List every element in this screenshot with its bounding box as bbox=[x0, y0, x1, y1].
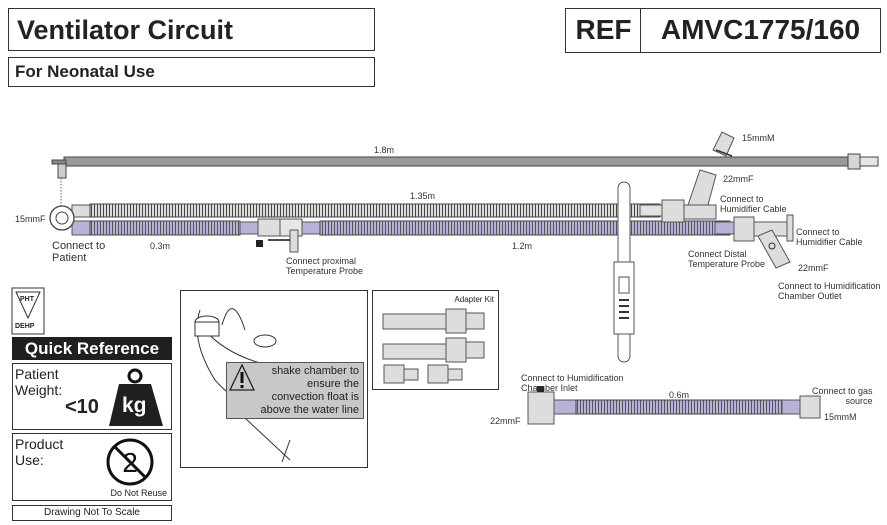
dehp-text: DEHP bbox=[15, 323, 35, 330]
weight-value: <10 bbox=[65, 396, 99, 418]
warning-line-3: convection float is bbox=[271, 391, 359, 403]
chamber-outlet-line-1: Connect to Humidification bbox=[778, 281, 881, 291]
chamber-inlet-line-2: Chamber Inlet bbox=[521, 383, 578, 393]
inspiratory-length-label: 1.35m bbox=[410, 191, 436, 201]
line-length-label: 1.8m bbox=[374, 145, 395, 155]
warning-line-4: above the water line bbox=[260, 404, 359, 416]
gas-source-line-1: Connect to gas bbox=[812, 386, 873, 396]
adapter-kit-title: Adapter Kit bbox=[454, 295, 494, 304]
patient-connector-size: 15mmF bbox=[15, 214, 46, 224]
inlet-tube bbox=[527, 386, 821, 425]
quick-reference-heading: Quick Reference bbox=[12, 337, 172, 360]
adapter-kit-parts bbox=[382, 308, 485, 384]
distal-probe-line-2: Temperature Probe bbox=[688, 259, 766, 269]
distal-probe-line-1: Connect Distal bbox=[688, 249, 747, 259]
weight-label-line-1: Patient bbox=[15, 366, 59, 382]
chamber-warning: shake chamber to ensure the convection f… bbox=[226, 362, 364, 419]
weight-unit: kg bbox=[122, 394, 147, 417]
inlet-tube-length: 0.6m bbox=[669, 390, 690, 400]
do-not-reuse-text: Do Not Reuse bbox=[110, 488, 167, 498]
top-elbow-size: 22mmF bbox=[723, 174, 754, 184]
patient-label-line-2: Patient bbox=[52, 252, 87, 264]
drawing-not-to-scale: Drawing Not To Scale bbox=[12, 505, 172, 521]
chamber-panel bbox=[180, 290, 368, 468]
patient-label-line-1: Connect to bbox=[52, 240, 106, 252]
ref-label: REF bbox=[565, 8, 642, 53]
humidifier-cable-b-line-2: Humidifier Cable bbox=[796, 237, 863, 247]
humidifier-cable-a-line-1: Connect to bbox=[720, 194, 764, 204]
page-subtitle: For Neonatal Use bbox=[8, 57, 375, 87]
inlet-size: 22mmF bbox=[490, 416, 521, 426]
expiratory-long-length-label: 1.2m bbox=[512, 241, 533, 251]
weight-icon bbox=[109, 368, 163, 426]
gas-source-line-2: source bbox=[845, 396, 873, 406]
inspiratory-humidifier-connector bbox=[661, 131, 735, 223]
expiratory-short-length-label: 0.3m bbox=[150, 241, 171, 251]
chamber-inlet-line-1: Connect to Humidification bbox=[521, 373, 624, 383]
use-label-line-2: Use: bbox=[15, 452, 44, 468]
use-label-line-1: Product bbox=[15, 436, 64, 452]
monitoring-line bbox=[51, 153, 879, 210]
proximal-probe-line-2: Temperature Probe bbox=[286, 266, 364, 276]
warning-line-1: shake chamber to bbox=[271, 365, 359, 377]
chamber-outlet-line-2: Chamber Outlet bbox=[778, 291, 842, 301]
proximal-probe-line-1: Connect proximal bbox=[286, 256, 357, 266]
humidification-chamber-sketch bbox=[194, 308, 301, 463]
do-not-reuse-icon: 2 bbox=[106, 438, 154, 486]
warning-line-2: ensure the bbox=[307, 378, 359, 390]
outlet-size: 22mmF bbox=[798, 263, 829, 273]
ref-code: AMVC1775/160 bbox=[640, 8, 881, 53]
tube-clip bbox=[613, 181, 635, 363]
pht-dehp-symbol bbox=[11, 287, 45, 335]
pht-text: PHT bbox=[20, 296, 34, 303]
patient-wye-connector bbox=[49, 205, 75, 231]
humidifier-cable-b-line-1: Connect to bbox=[796, 227, 840, 237]
inspiratory-limb bbox=[71, 203, 663, 218]
top-adapter-size: 15mmM bbox=[742, 133, 775, 143]
humidifier-cable-a-line-2: Humidifier Cable bbox=[720, 204, 787, 214]
expiratory-humidifier-connector bbox=[733, 214, 794, 269]
page-title: Ventilator Circuit bbox=[8, 8, 375, 51]
weight-label-line-2: Weight: bbox=[15, 382, 63, 398]
expiratory-limb bbox=[71, 218, 738, 253]
gas-source-size: 15mmM bbox=[824, 412, 857, 422]
adapter-kit-panel: Adapter Kit bbox=[372, 290, 499, 390]
